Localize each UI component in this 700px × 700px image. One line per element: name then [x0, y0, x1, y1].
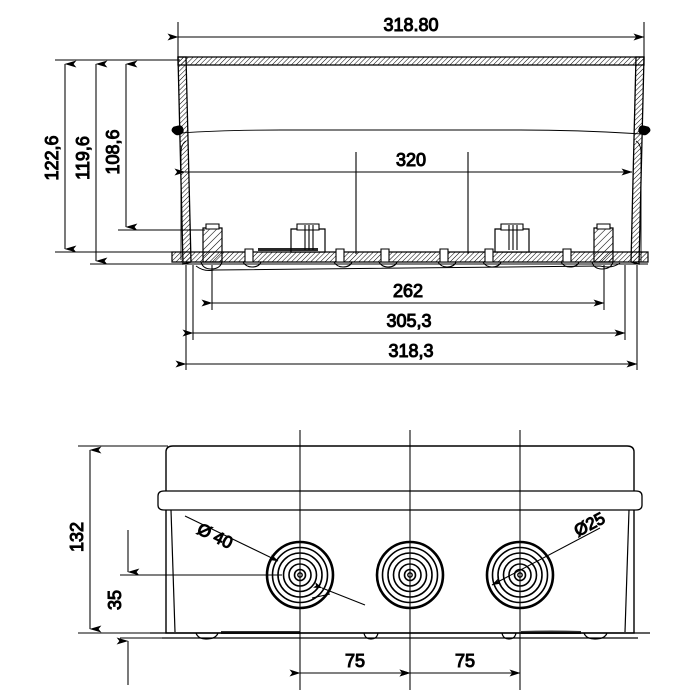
- dim-label-122-6: 122,6: [42, 135, 62, 180]
- lid-wall: [177, 56, 645, 66]
- leader-dia-40: [184, 515, 279, 562]
- dim-label-318-3: 318,3: [388, 341, 433, 361]
- terminal-block-right: [494, 223, 530, 253]
- right-wall: [630, 56, 645, 265]
- bottom-rail: [150, 630, 650, 640]
- right-taper-line: [624, 509, 630, 633]
- box-body-outline: [165, 445, 635, 634]
- dim-label-75-right: 75: [455, 651, 475, 671]
- inner-shoulder-line: [180, 129, 643, 135]
- dim-label-318-80: 318.80: [383, 15, 438, 35]
- knockout-centrelines: [299, 430, 521, 690]
- mounting-boss-left: [202, 227, 223, 263]
- dim-label-305-3: 305,3: [386, 311, 431, 331]
- leader-dia-25-left: [491, 527, 601, 586]
- lid-band: [157, 490, 643, 511]
- lid-seal-detail: [171, 125, 651, 262]
- base-plate-assembly: [171, 223, 649, 271]
- left-wall: [177, 56, 192, 265]
- dim-label-108-6: 108,6: [103, 129, 123, 174]
- leader-dia-40-tail: [312, 582, 366, 606]
- base-band: [171, 251, 649, 263]
- terminal-block-left: [290, 223, 326, 253]
- section-view-dimensions: 318.80 320 262 305,3 318,3 122,6 119,6 1…: [41, 14, 645, 370]
- dim-label-320: 320: [396, 150, 426, 170]
- front-view-group: [150, 430, 650, 690]
- dim-label-119-6: 119,6: [73, 136, 93, 180]
- base-clips: [242, 248, 580, 268]
- mounting-boss-right: [593, 227, 614, 263]
- dim-label-262: 262: [393, 281, 423, 301]
- dim-label-132: 132: [67, 522, 87, 552]
- section-view-group: [171, 56, 651, 271]
- leader-dia-40-tail-a: [311, 593, 331, 599]
- dim-label-35: 35: [105, 590, 125, 610]
- dim-label-75-left: 75: [345, 651, 365, 671]
- left-taper-line: [170, 509, 176, 633]
